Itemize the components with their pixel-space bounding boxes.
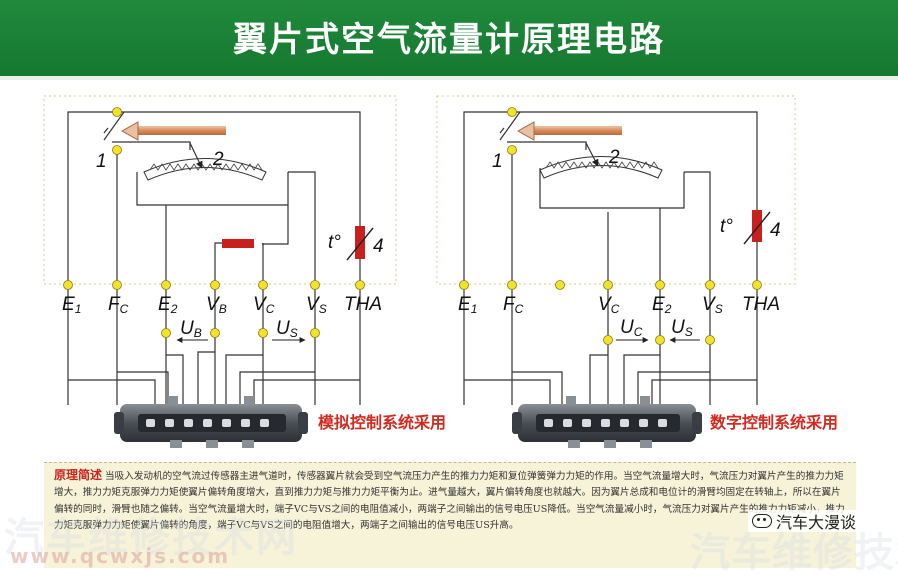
left-terminal xyxy=(210,280,220,290)
right-terminals xyxy=(459,107,762,345)
right-label-part1: 1 xyxy=(492,151,503,172)
left-connector xyxy=(114,396,308,448)
right-terminal xyxy=(655,335,665,345)
right-sensor-housing xyxy=(436,95,796,285)
right-circuit: 1 2 4 t° E1 FC VC E2 VS THA UC US xyxy=(436,95,838,448)
right-harness xyxy=(464,354,757,404)
left-label-e2: E2 xyxy=(158,294,178,316)
right-terminal xyxy=(507,145,517,155)
wechat-icon xyxy=(752,514,772,528)
right-terminal xyxy=(655,280,665,290)
right-vane-shaft xyxy=(532,126,622,135)
right-label-e1: E1 xyxy=(458,294,477,316)
left-label-vs: VS xyxy=(306,294,327,316)
watermark-left: 汽车维修技术网 xyxy=(4,515,298,561)
left-terminal xyxy=(258,280,268,290)
description-panel: 原理简述当吸入发动机的空气流过传感器主进气道时，传感器翼片就会受到空气流压力产生… xyxy=(44,462,856,568)
left-thermistor-slash xyxy=(346,227,374,261)
left-inner-resistor xyxy=(222,239,254,248)
left-harness xyxy=(68,351,360,404)
right-terminal xyxy=(603,335,613,345)
left-thermistor xyxy=(355,226,365,259)
right-thermistor xyxy=(752,210,762,242)
right-thermistor-slash xyxy=(743,211,771,245)
right-label-part4: 4 xyxy=(770,220,781,241)
right-wiper xyxy=(585,142,599,167)
left-label-e1: E1 xyxy=(62,294,81,316)
right-resistor-zigzag xyxy=(545,161,659,169)
right-label-uc: UC xyxy=(620,317,643,339)
right-switch-stub xyxy=(499,127,505,134)
left-terminal xyxy=(161,280,171,290)
right-label-tha: THA xyxy=(742,294,780,315)
right-vane-potentiometer xyxy=(499,111,663,179)
left-vane-potentiometer xyxy=(103,111,267,181)
left-terminal xyxy=(310,280,320,290)
left-terminal xyxy=(210,328,220,338)
left-sensor-housing xyxy=(43,95,397,285)
left-label-us: US xyxy=(276,318,298,340)
left-label-part4: 4 xyxy=(373,236,384,257)
right-caption: 数字控制系统采用 xyxy=(710,413,838,432)
right-terminal xyxy=(705,335,715,345)
left-circuit: 1 2 4 t° E1 FC E2 VB VC VS THA UB US xyxy=(43,95,446,448)
left-switch-stub xyxy=(103,127,109,134)
right-terminal xyxy=(555,280,565,290)
right-switch-contact xyxy=(499,111,521,141)
left-vane-shaft xyxy=(136,126,226,135)
right-connector xyxy=(512,396,702,448)
page-title: 翼片式空气流量计原理电路 xyxy=(233,20,665,60)
left-switch-contact xyxy=(103,111,125,141)
left-terminal xyxy=(112,280,122,290)
left-label-tha: THA xyxy=(344,294,382,315)
right-wires xyxy=(463,111,758,405)
left-label-part2: 2 xyxy=(212,149,224,170)
left-terminal xyxy=(161,328,171,338)
left-resistor-zigzag xyxy=(149,163,263,171)
left-terminal xyxy=(355,280,365,290)
right-label-fc: FC xyxy=(503,294,524,316)
left-label-ub: UB xyxy=(180,318,202,340)
right-terminal xyxy=(507,280,517,290)
left-terminals xyxy=(63,107,365,338)
left-terminal xyxy=(112,145,122,155)
watermark-left-url: www.qcwxjs.com xyxy=(10,544,231,568)
description-text: 当吸入发动机的空气流过传感器主进气道时，传感器翼片就会受到空气流压力产生的推力力… xyxy=(54,471,845,531)
right-label-temp: t° xyxy=(720,216,733,237)
left-wiper xyxy=(189,142,203,169)
right-terminal xyxy=(752,280,762,290)
left-terminal xyxy=(63,280,73,290)
circuit-diagram: 1 2 4 t° E1 FC E2 VB VC VS THA UB US xyxy=(43,95,838,448)
right-label-vc: VC xyxy=(598,294,620,316)
left-terminal xyxy=(112,107,122,117)
right-label-vs: VS xyxy=(702,294,723,316)
description-heading: 原理简述 xyxy=(54,468,103,482)
right-terminal xyxy=(459,280,469,290)
right-terminal xyxy=(603,280,613,290)
right-resistor-track xyxy=(539,156,663,179)
right-terminal xyxy=(705,280,715,290)
left-terminal xyxy=(258,328,268,338)
title-banner xyxy=(0,0,898,80)
right-label-e2: E2 xyxy=(652,294,672,316)
right-terminal xyxy=(507,107,517,117)
left-label-temp: t° xyxy=(328,232,341,253)
left-label-part1: 1 xyxy=(96,151,107,172)
right-label-us: US xyxy=(671,317,693,339)
wechat-label: 汽车大漫谈 xyxy=(776,513,857,532)
left-vane-arrow xyxy=(120,121,139,141)
right-vane-arrow xyxy=(516,121,535,141)
left-resistor-track xyxy=(143,158,267,181)
left-label-vc: VC xyxy=(253,294,275,316)
left-terminal xyxy=(310,328,320,338)
wechat-badge: 汽车大漫谈 xyxy=(748,510,861,532)
left-caption: 模拟控制系统采用 xyxy=(318,413,446,432)
right-label-part2: 2 xyxy=(608,147,620,168)
left-label-vb: VB xyxy=(206,294,227,316)
left-label-fc: FC xyxy=(108,294,129,316)
